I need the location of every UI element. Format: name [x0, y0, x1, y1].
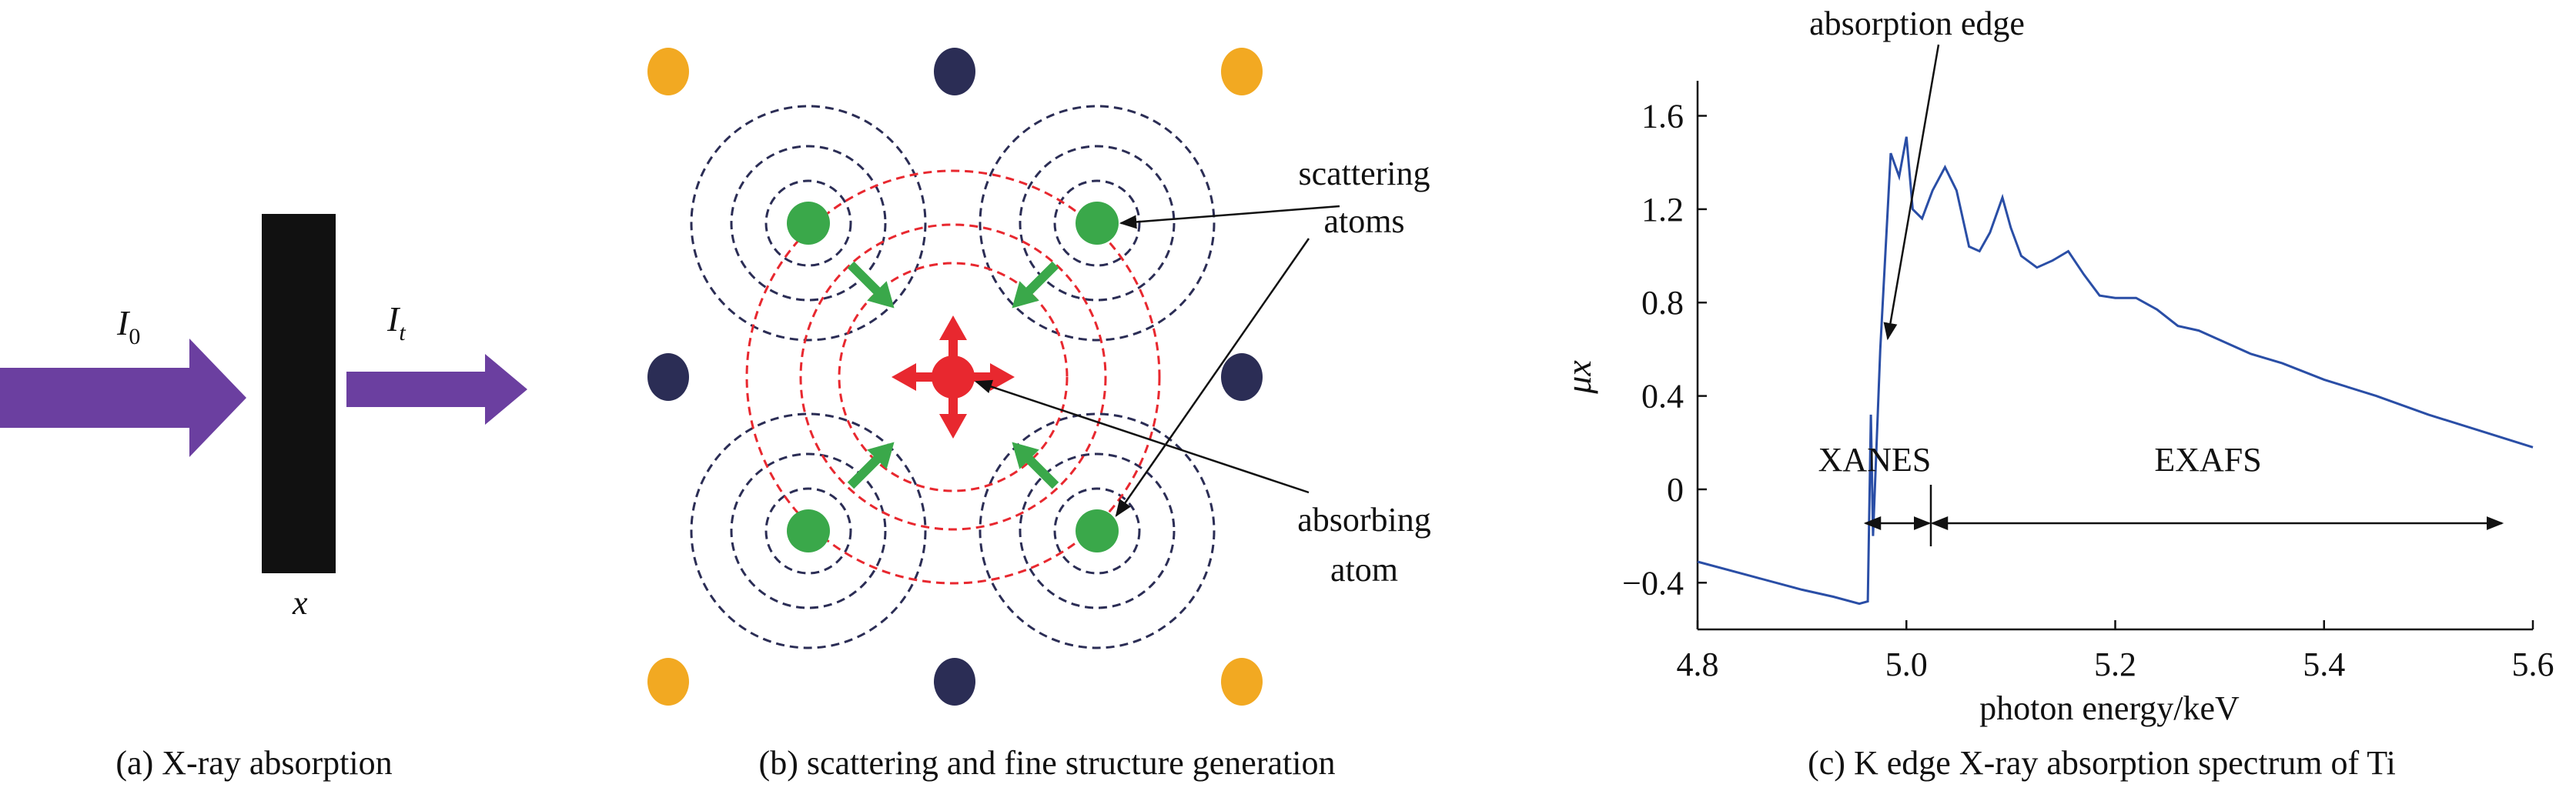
x-tick-label: 4.8	[1677, 646, 1719, 683]
scattering-atoms-pointer	[1119, 205, 1340, 229]
x-tick-label: 5.6	[2512, 646, 2554, 683]
y-ticks: −0.4 0 0.4 0.8 1.2 1.6	[1622, 98, 1707, 602]
transmitted-beam-arrow	[346, 354, 527, 425]
caption-c: (c) K edge X-ray absorption spectrum of …	[1808, 744, 2396, 782]
absorbing-label-line2: atom	[1330, 551, 1398, 589]
scattering-atoms-pointer-2	[1115, 238, 1310, 517]
exafs-label: EXAFS	[2154, 441, 2261, 479]
backscatter-waves	[690, 105, 1216, 649]
y-tick-label: 0.4	[1641, 378, 1684, 416]
x-tick-label: 5.0	[1885, 646, 1928, 683]
scattering-label-line2: atoms	[1323, 202, 1404, 240]
x-ticks: 4.8 5.0 5.2 5.4 5.6	[1677, 620, 2554, 683]
absorbing-atom	[932, 355, 975, 399]
absorbing-atom-pointer	[974, 379, 1310, 494]
outgoing-waves	[745, 169, 1161, 585]
scattering-atoms	[787, 202, 1119, 552]
svg-text:It: It	[386, 299, 406, 345]
scattering-label-line1: scattering	[1298, 155, 1430, 192]
x-axis-title: photon energy/keV	[1979, 689, 2240, 727]
panel-a: I0 It x (a) X-ray absorption	[0, 214, 527, 782]
incident-intensity-subscript: 0	[129, 324, 140, 349]
edge-annotation: absorption edge	[1809, 5, 2025, 42]
panel-b: scattering atoms absorbing atom (b) scat…	[647, 48, 1431, 782]
y-tick-label: −0.4	[1622, 564, 1684, 602]
spectrum-line	[1697, 136, 2534, 606]
y-tick-label: 0.8	[1641, 284, 1684, 322]
edge-atoms	[647, 48, 1263, 706]
y-tick-label: 0	[1667, 471, 1684, 509]
sample-slab	[262, 214, 336, 573]
incident-beam-arrow	[0, 339, 246, 457]
y-axis-title: μx	[1559, 360, 1598, 395]
svg-text:I0: I0	[116, 303, 140, 349]
absorbing-atom-arrows	[892, 315, 1015, 439]
absorbing-label-line1: absorbing	[1297, 501, 1431, 539]
incident-intensity-label: I	[116, 303, 131, 342]
transmitted-intensity-label: I	[386, 299, 401, 339]
x-tick-label: 5.2	[2094, 646, 2136, 683]
edge-annotation-pointer	[1883, 44, 1940, 341]
backscatter-arrows	[847, 261, 1059, 489]
transmitted-intensity-subscript: t	[399, 320, 406, 345]
caption-b: (b) scattering and fine structure genera…	[759, 744, 1336, 782]
xanes-label: XANES	[1818, 441, 1932, 479]
corner-atoms	[647, 48, 1263, 706]
thickness-label: x	[292, 584, 308, 622]
y-tick-label: 1.2	[1641, 191, 1684, 229]
panel-c-chart: 4.8 5.0 5.2 5.4 5.6 −0.4 0 0.4 0.8 1.2 1.6 absorp…	[1559, 5, 2554, 782]
y-tick-label: 1.6	[1641, 98, 1684, 135]
caption-a: (a) X-ray absorption	[115, 744, 392, 782]
x-tick-label: 5.4	[2303, 646, 2345, 683]
